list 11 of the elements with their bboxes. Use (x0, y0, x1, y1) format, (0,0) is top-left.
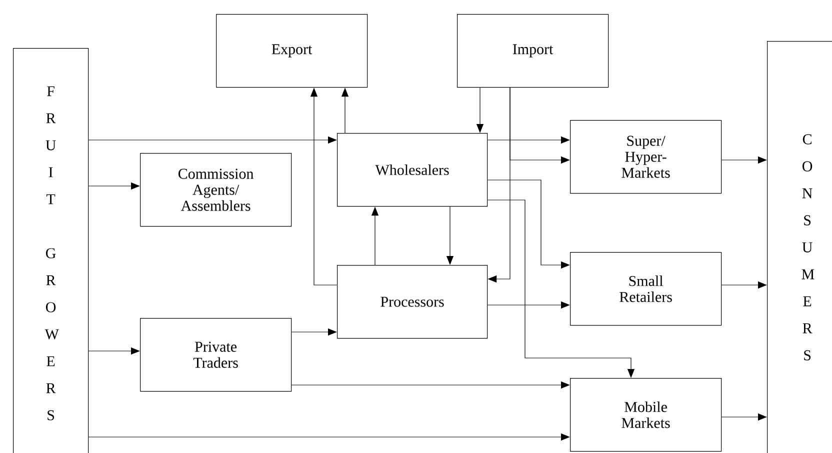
process-box: Wholesalers (337, 133, 488, 207)
process-box: Export (216, 14, 368, 88)
process-box: Import (457, 14, 609, 88)
process-box: Commission Agents/ Assemblers (140, 153, 292, 227)
process-box: Small Retailers (570, 252, 722, 326)
actor-box: F R U I T G R O W E R S (13, 48, 89, 453)
process-box: Super/ Hyper- Markets (570, 120, 722, 194)
actor-box: C O N S U M E R S (767, 41, 832, 453)
process-box: Private Traders (140, 318, 292, 392)
process-box: Mobile Markets (570, 378, 722, 452)
process-box: Processors (337, 265, 488, 339)
